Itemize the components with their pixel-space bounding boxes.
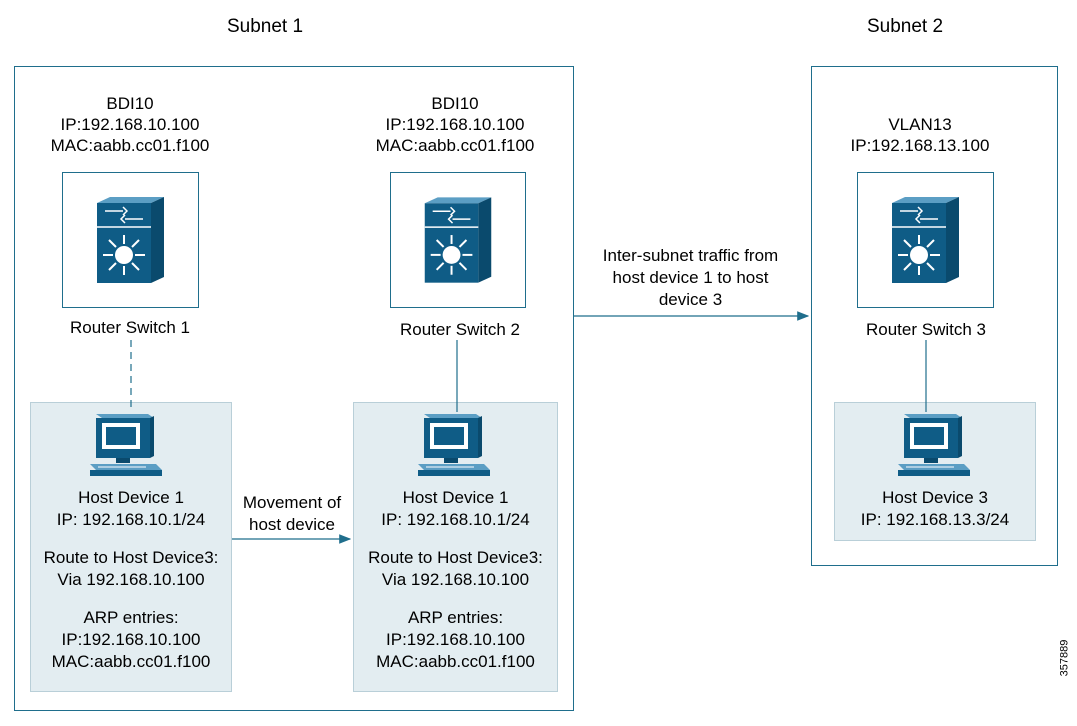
- layer3-switch-icon: [424, 197, 492, 283]
- workstation-icon: [90, 414, 162, 476]
- switch1-frame: [62, 172, 199, 308]
- switch2-name: Router Switch 2: [400, 320, 520, 339]
- switch3-name: Router Switch 3: [866, 320, 986, 339]
- workstation-icon: [418, 414, 490, 476]
- switch2-frame: [390, 172, 526, 308]
- layer3-switch-icon: [97, 197, 164, 283]
- switch1-name: Router Switch 1: [70, 318, 190, 337]
- switch3-frame: [857, 172, 994, 308]
- subnet2-frame: [811, 66, 1058, 566]
- subnet1-title: Subnet 1: [226, 16, 304, 37]
- subnet2-title: Subnet 2: [866, 16, 944, 37]
- layer3-switch-icon: [892, 197, 959, 283]
- workstation-icon: [898, 414, 970, 476]
- subnet1-frame: [14, 66, 574, 711]
- figure-id: 357889: [1058, 639, 1071, 677]
